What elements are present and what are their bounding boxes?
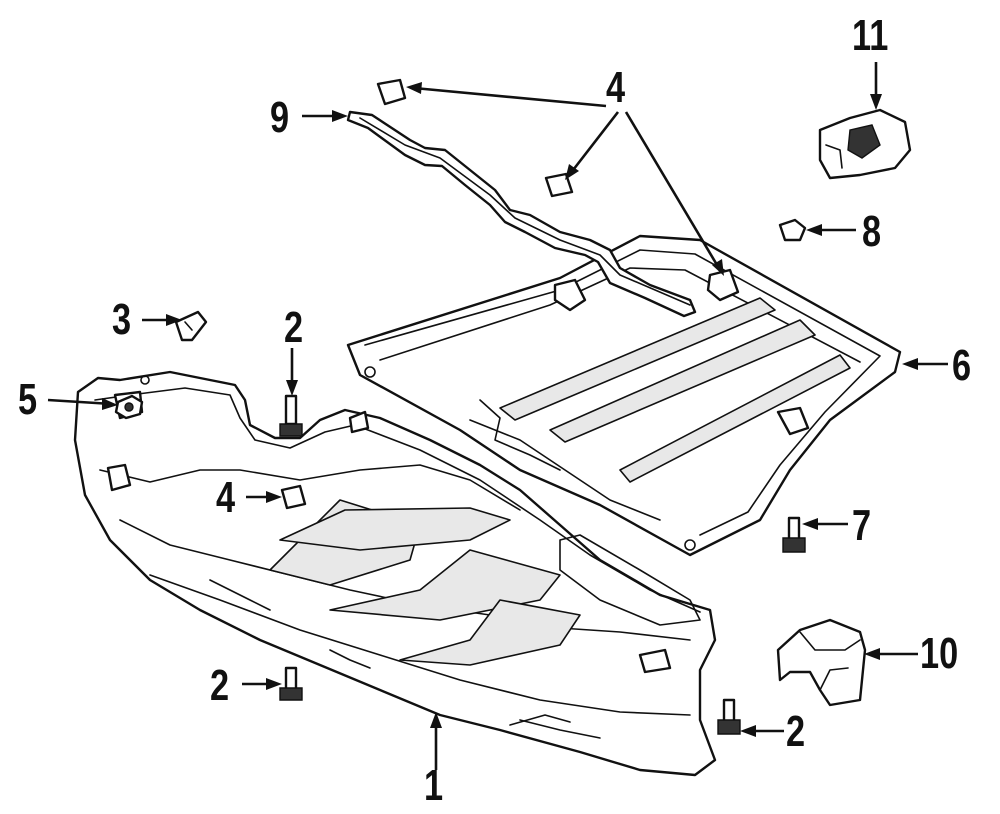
- callout-6: 6: [952, 341, 972, 390]
- callout-5: 5: [18, 375, 38, 424]
- grommet-5: [114, 394, 144, 420]
- callout-3: 3: [112, 295, 132, 344]
- bolt-2-upper: [279, 394, 303, 437]
- nut-4-lower: [280, 484, 307, 510]
- callout-2-left: 2: [210, 661, 230, 710]
- callout-9: 9: [270, 93, 290, 142]
- callout-11: 11: [852, 11, 889, 60]
- rear-splash-shield: [346, 234, 902, 557]
- clip-3: [174, 310, 208, 342]
- callout-1: 1: [424, 761, 444, 810]
- callout-4-top: 4: [606, 63, 626, 112]
- clip-8: [778, 218, 807, 242]
- callout-4-lower: 4: [216, 473, 236, 522]
- mount-11: [818, 108, 912, 180]
- callout-8: 8: [862, 207, 882, 256]
- front-splash-shield: [73, 370, 717, 777]
- brace-rod: [346, 110, 697, 318]
- bolt-7: [782, 516, 806, 553]
- leader-lines: [47, 62, 948, 770]
- callout-2-right: 2: [786, 707, 806, 756]
- bolt-2-right: [717, 698, 741, 735]
- callout-2-upper: 2: [284, 303, 304, 352]
- bracket-10: [776, 618, 867, 707]
- callout-10: 10: [920, 629, 959, 678]
- callout-7: 7: [852, 501, 872, 550]
- bolt-2-left: [279, 666, 303, 701]
- nut-4-top: [376, 78, 407, 106]
